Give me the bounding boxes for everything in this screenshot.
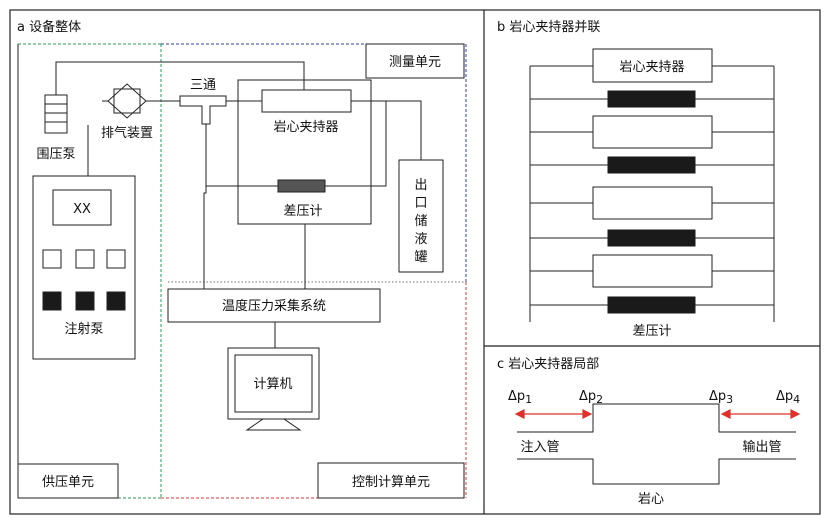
core-label: 岩心 [638,492,664,507]
injection-pump-label: 注射泵 [64,321,103,337]
control-unit-label-box [317,462,465,499]
dp1-label: Δp1 [508,389,532,406]
vent-device-label: 排气装置 [101,125,153,141]
control-unit-boundary [161,282,467,499]
injection-pump-buttons [42,249,126,269]
inlet-dp-arrow [514,409,593,419]
diff-gauges-parallel [607,90,696,314]
confining-pump-label: 围压泵 [36,147,75,162]
dp2-label: Δp2 [579,389,603,406]
diff-gauge-label: 差压计 [283,204,322,219]
measurement-unit-label-box [365,43,465,79]
computer-icon [227,347,320,431]
outlet-tank-char-3: 储 [414,214,427,229]
core-holder [261,89,352,113]
core-local-outline [517,403,796,485]
outlet-pipe-label: 输出管 [742,439,781,455]
panel-b-title: b 岩心夹持器并联 [497,20,600,35]
outlet-tank-char-1: 出 [414,178,427,193]
panel-a-title: a 设备整体 [17,19,81,35]
svg-text:Δp1: Δp1 [508,389,532,406]
confining-pump-icon [44,94,68,134]
piping [55,61,422,348]
injection-pump-display [52,189,112,226]
diff-gauge [277,179,326,193]
core-holders-parallel [592,48,713,288]
svg-text:Δp2: Δp2 [579,389,603,406]
measurement-unit-boundary [161,43,467,282]
outer-frame [9,9,821,515]
svg-text:Δp3: Δp3 [709,389,733,406]
panel-c-title: c 岩心夹持器局部 [497,357,599,372]
parallel-manifold [529,65,775,322]
computer-label: 计算机 [253,377,292,392]
dp3-label: Δp3 [709,389,733,406]
panel-b-diff-gauge-label: 差压计 [632,324,671,339]
vent-device-icon [102,83,158,119]
injection-pump-display-text: XX [73,202,91,217]
measurement-unit-label: 测量单元 [389,55,441,70]
outlet-dp-arrow [720,409,801,419]
outlet-tank-char-2: 口 [414,196,427,211]
supply-unit-label: 供压单元 [42,475,94,490]
injection-pump-dark-buttons [42,291,126,311]
acquisition-system-label: 温度压力采集系统 [222,298,326,314]
control-unit-label: 控制计算单元 [352,475,430,490]
dp4-label: Δp4 [776,389,800,406]
tee-fitting-icon [179,95,227,125]
supply-unit-label-box [17,463,119,499]
core-holder-label: 岩心夹持器 [273,120,338,135]
panel-b-top-holder-label: 岩心夹持器 [619,60,684,75]
inlet-pipe-label: 注入管 [520,440,559,455]
tee-label: 三通 [190,78,216,93]
core-holder-frame [237,79,372,225]
outlet-tank [398,159,444,273]
acquisition-system [167,288,381,323]
outlet-tank-char-5: 罐 [414,250,427,265]
svg-text:Δp4: Δp4 [776,389,800,406]
outlet-tank-char-4: 液 [414,232,427,247]
